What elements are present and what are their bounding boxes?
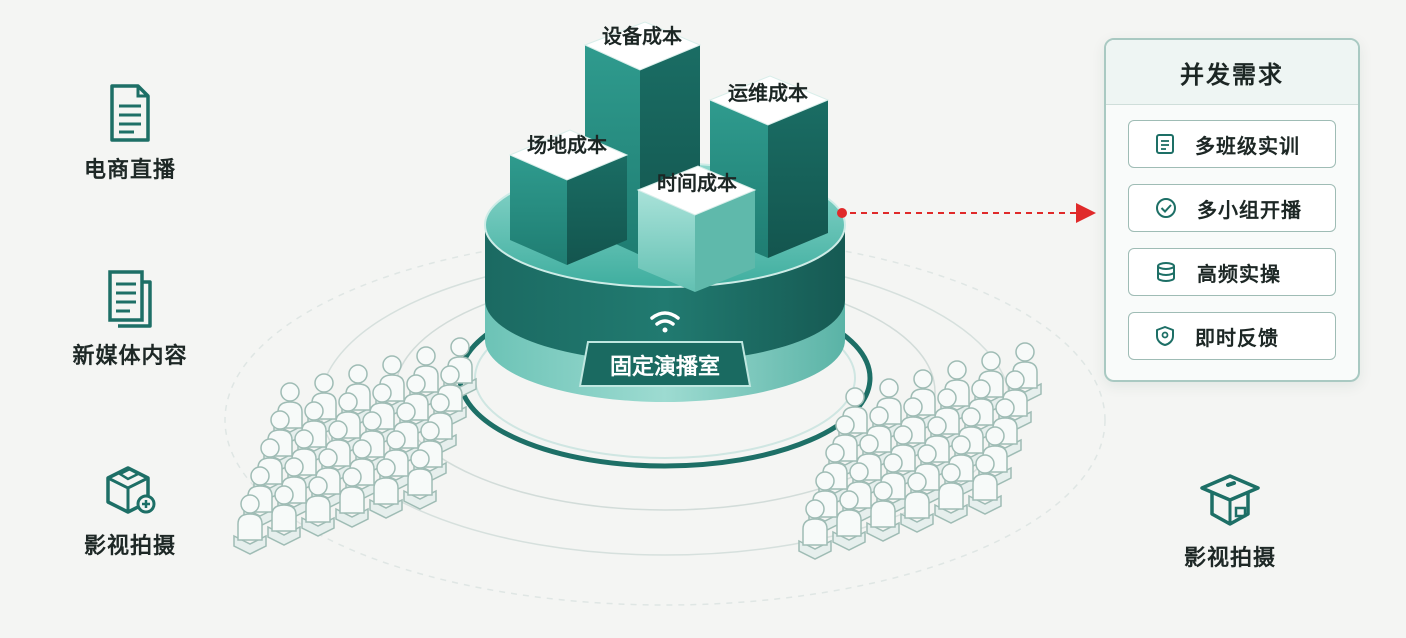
audience-person	[267, 485, 301, 546]
audience-person	[798, 499, 832, 560]
scenario-label: 影视拍摄	[1183, 546, 1276, 571]
audience-person	[403, 449, 437, 510]
document-stack-icon	[108, 270, 152, 328]
audience-person	[968, 454, 1002, 515]
audience-person	[934, 463, 968, 524]
demand-item-label: 高频实操	[1197, 261, 1281, 286]
audience-person	[900, 472, 934, 533]
wifi-signal-icon	[650, 311, 680, 333]
studio-label-plate	[578, 341, 752, 387]
label-site-cost: 场地成本	[527, 133, 607, 157]
demand-item-high-frequency: 高频实操	[1128, 248, 1336, 296]
block-time-cost	[636, 165, 757, 292]
audience-group-right	[798, 342, 1042, 560]
studio-label: 固定演播室	[610, 354, 720, 380]
demand-item-label: 多小组开播	[1197, 197, 1302, 222]
demand-panel-title: 并发需求	[1106, 40, 1358, 105]
scenario-film-shooting-right: 影视拍摄	[1160, 470, 1300, 572]
label-time-cost: 时间成本	[657, 171, 737, 195]
graduation-cap-icon	[1200, 474, 1260, 526]
demand-item-label: 即时反馈	[1195, 325, 1279, 350]
demand-panel: 并发需求 多班级实训 多小组开播 高频实操	[1104, 38, 1360, 382]
check-circle-icon	[1156, 198, 1176, 218]
label-equipment-cost: 设备成本	[602, 24, 682, 48]
camera-box-icon	[106, 466, 156, 514]
scenario-new-media: 新媒体内容	[40, 268, 220, 370]
audience-person	[301, 476, 335, 537]
database-icon	[1157, 262, 1175, 282]
demand-item-label: 多班级实训	[1195, 133, 1300, 158]
demand-item-multi-group: 多小组开播	[1128, 184, 1336, 232]
demand-item-multi-class: 多班级实训	[1128, 120, 1336, 168]
audience-person	[335, 467, 369, 528]
scenario-label: 影视拍摄	[83, 534, 176, 559]
label-operation-cost: 运维成本	[728, 81, 808, 105]
list-doc-icon	[1156, 134, 1174, 154]
audience-person	[233, 494, 267, 555]
scenario-label: 新媒体内容	[72, 344, 188, 369]
shield-icon	[1156, 326, 1174, 346]
scenario-film-shooting: 影视拍摄	[40, 460, 220, 560]
document-icon	[110, 84, 150, 142]
demand-item-instant-feedback: 即时反馈	[1128, 312, 1336, 360]
audience-group-left	[233, 337, 477, 555]
demand-arrow	[837, 203, 1096, 223]
audience-person	[369, 458, 403, 519]
audience-person	[866, 481, 900, 542]
scenario-label: 电商直播	[83, 158, 176, 183]
block-site-cost	[508, 129, 629, 265]
audience-person	[832, 490, 866, 551]
scenario-ecommerce-live: 电商直播	[40, 82, 220, 184]
